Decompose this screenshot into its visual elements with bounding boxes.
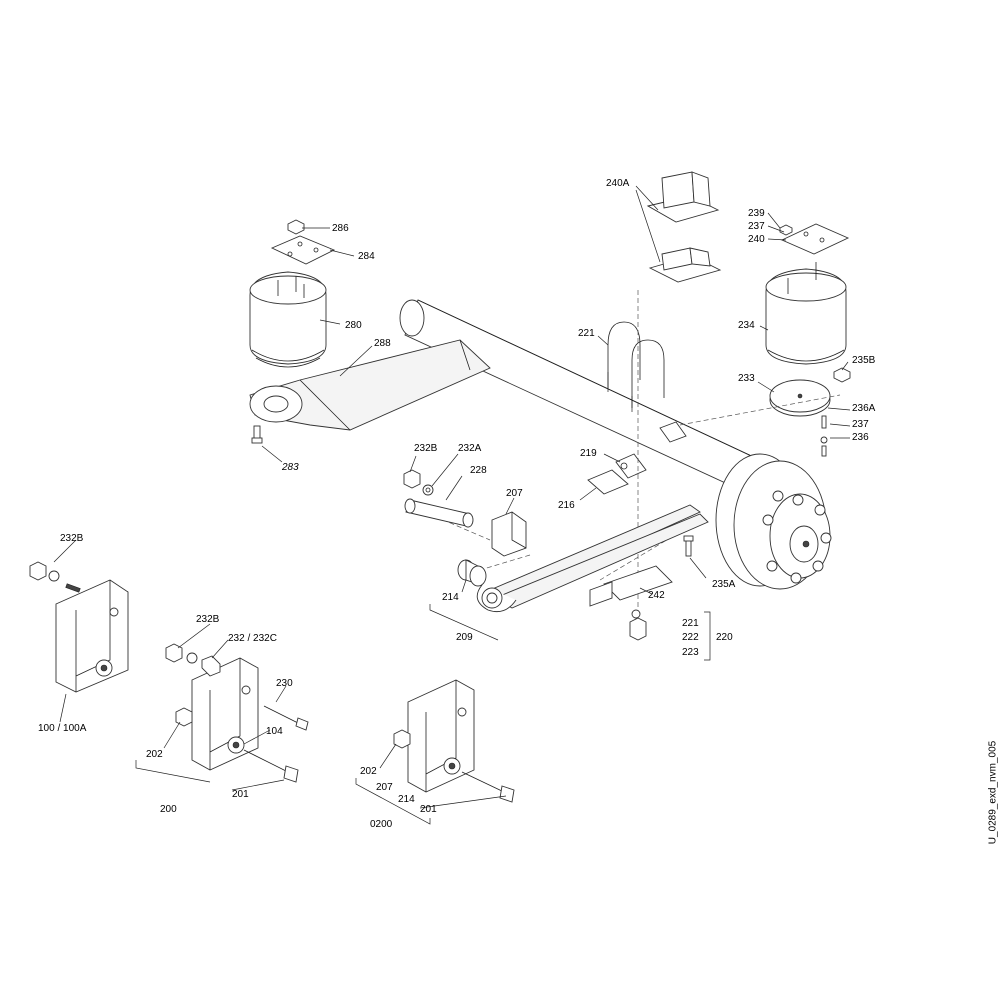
label-230: 230 <box>276 678 293 689</box>
label-214-mid: 214 <box>442 592 459 603</box>
label-202-a: 202 <box>146 749 163 760</box>
nut-286 <box>287 219 305 235</box>
leaf-spring-209 <box>476 504 709 613</box>
label-234: 234 <box>738 320 755 331</box>
air-spring-280 <box>249 271 327 368</box>
group-brackets <box>135 604 711 825</box>
label-0200: 0200 <box>370 819 393 830</box>
label-232-232C: 232 / 232C <box>228 633 277 644</box>
hub-brake-drum <box>715 453 832 590</box>
label-222: 222 <box>682 632 699 643</box>
label-201-b: 201 <box>420 804 437 815</box>
nut-239 <box>779 224 793 236</box>
plate-240 <box>780 223 850 255</box>
label-221-ubolt: 221 <box>578 328 595 339</box>
leader-lines <box>53 185 851 809</box>
label-232B-mid: 232B <box>414 443 438 454</box>
nut-202-b <box>393 729 411 749</box>
label-239: 239 <box>748 208 765 219</box>
plate-284 <box>270 235 336 265</box>
label-237-right: 237 <box>852 419 869 430</box>
air-spring-234 <box>765 262 847 365</box>
label-232B-lower: 232B <box>196 614 220 625</box>
label-220: 220 <box>716 632 733 643</box>
trailing-arm-288 <box>249 339 491 431</box>
bracket-240A-lower <box>648 247 722 283</box>
label-223: 223 <box>682 647 699 658</box>
label-236: 236 <box>852 432 869 443</box>
label-228: 228 <box>470 465 487 476</box>
label-286: 286 <box>332 223 349 234</box>
plate-242 <box>589 565 673 607</box>
label-235B: 235B <box>852 355 876 366</box>
nut-stack-220 <box>629 609 647 641</box>
bolt-201-a <box>243 749 299 783</box>
plate-216 <box>587 469 629 495</box>
label-288: 288 <box>374 338 391 349</box>
hanger-207 <box>491 511 527 557</box>
label-240A: 240A <box>606 178 630 189</box>
drawing-code: U_0289_exd_nvm_005 <box>978 741 999 852</box>
nuts-232-group <box>165 643 221 677</box>
label-219: 219 <box>580 448 597 459</box>
nut-232B-left <box>29 561 81 593</box>
label-240: 240 <box>748 234 765 245</box>
bolt-201-b <box>461 771 515 803</box>
label-200: 200 <box>160 804 177 815</box>
label-233: 233 <box>738 373 755 384</box>
label-209: 209 <box>456 632 473 643</box>
label-221-nut: 221 <box>682 618 699 629</box>
clamp-219 <box>615 453 647 479</box>
label-216: 216 <box>558 500 575 511</box>
label-100-100A: 100 / 100A <box>38 723 87 734</box>
bolts-236 <box>820 415 828 457</box>
label-214-b: 214 <box>398 794 415 805</box>
washer-232A <box>422 484 434 496</box>
label-283: 283 <box>281 462 299 473</box>
hanger-bracket-100 <box>55 579 129 693</box>
label-201-a: 201 <box>232 789 249 800</box>
bolt-283 <box>251 425 263 444</box>
label-235A: 235A <box>712 579 736 590</box>
label-284: 284 <box>358 251 375 262</box>
label-280: 280 <box>345 320 362 331</box>
callout-labels: 286 284 280 288 283 240A 239 237 240 221… <box>38 178 876 830</box>
label-236A: 236A <box>852 403 876 414</box>
nut-202-a <box>175 707 193 727</box>
nut-232B <box>403 469 421 489</box>
drawing-code-text: U_0289_exd_nvm_005 <box>987 740 999 845</box>
shock-absorber-228 <box>404 498 474 528</box>
plate-233 <box>769 379 831 417</box>
bolt-235A <box>683 535 694 557</box>
clip-top <box>659 421 687 443</box>
label-207-b: 207 <box>376 782 393 793</box>
axle-beam <box>399 299 761 493</box>
bracket-240A-upper <box>646 171 720 223</box>
hanger-bracket-200 <box>191 657 259 771</box>
label-207-mid: 207 <box>506 488 523 499</box>
bolt-230 <box>263 705 309 731</box>
nut-235B <box>833 367 851 383</box>
label-232A: 232A <box>458 443 482 454</box>
u-bolts-221 <box>607 321 665 412</box>
label-242: 242 <box>648 590 665 601</box>
label-202-b: 202 <box>360 766 377 777</box>
label-232B-left: 232B <box>60 533 84 544</box>
hanger-bracket-0200 <box>407 679 475 793</box>
label-104: 104 <box>266 726 283 737</box>
label-237-top: 237 <box>748 221 765 232</box>
bushing-214 <box>457 559 487 587</box>
